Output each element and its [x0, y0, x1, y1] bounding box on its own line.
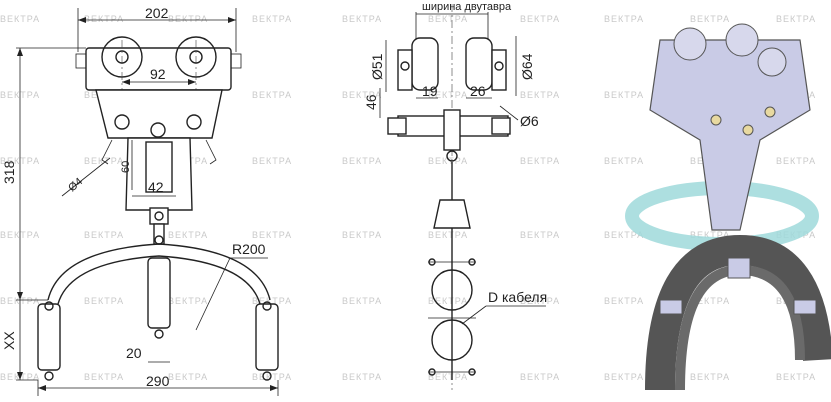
watermark-text: ВЕКТРА: [342, 156, 382, 166]
watermark-text: ВЕКТРА: [428, 90, 468, 100]
watermark-text: ВЕКТРА: [604, 156, 644, 166]
watermark-text: ВЕКТРА: [84, 230, 124, 240]
cable-diameter-label: D кабеля: [488, 289, 547, 305]
beam-width-label: ширина двутавра: [422, 1, 512, 13]
clamp-center: [147, 257, 171, 329]
dim-19-label: 19: [422, 83, 438, 99]
watermark-text: ВЕКТРА: [776, 156, 816, 166]
cable-ring-upper: [431, 269, 473, 311]
front-view: 202 92 60 42 Ø4: [1, 5, 279, 396]
watermark-text: ВЕКТРА: [520, 296, 560, 306]
watermark-text: ВЕКТРА: [342, 372, 382, 382]
watermark-text: ВЕКТРА: [776, 372, 816, 382]
watermark-text: ВЕКТРА: [0, 90, 40, 100]
watermark-text: ВЕКТРА: [690, 296, 730, 306]
dim-wheel-base-label: 92: [150, 66, 166, 82]
watermark-text: ВЕКТРА: [342, 296, 382, 306]
dim-width-label: 202: [145, 5, 169, 21]
watermark-text: ВЕКТРА: [520, 156, 560, 166]
watermark-text: ВЕКТРА: [252, 156, 292, 166]
watermark-text: ВЕКТРА: [604, 14, 644, 24]
watermark-text: ВЕКТРА: [690, 372, 730, 382]
dim-radius-label: R200: [232, 241, 266, 257]
watermark-text: ВЕКТРА: [168, 296, 208, 306]
watermark-text: ВЕКТРА: [252, 14, 292, 24]
watermark-text: ВЕКТРА: [604, 90, 644, 100]
watermark-text: ВЕКТРА: [428, 14, 468, 24]
watermark-text: ВЕКТРА: [0, 14, 40, 24]
dim-span-label: 290: [146, 373, 170, 389]
dim-axle-label: Ø6: [520, 113, 539, 129]
watermark-text: ВЕКТРА: [520, 372, 560, 382]
watermark-text: ВЕКТРА: [84, 14, 124, 24]
watermark-text: ВЕКТРА: [252, 372, 292, 382]
watermark-text: ВЕКТРА: [168, 230, 208, 240]
watermark-text: ВЕКТРА: [0, 296, 40, 306]
watermark-text: ВЕКТРА: [520, 14, 560, 24]
render-trolley: [649, 39, 811, 231]
watermark-text: ВЕКТРА: [428, 230, 468, 240]
watermark-text: ВЕКТРА: [252, 296, 292, 306]
watermark-text: ВЕКТРА: [342, 230, 382, 240]
dim-wheel-large-label: Ø64: [519, 53, 535, 80]
cable-ring-lower: [431, 319, 473, 361]
dim-xx-label: XX: [1, 331, 17, 350]
watermark-text: ВЕКТРА: [252, 90, 292, 100]
watermark-text: ВЕКТРА: [168, 14, 208, 24]
watermark-text: ВЕКТРА: [428, 156, 468, 166]
clamp-left: [37, 303, 61, 371]
watermark-text: ВЕКТРА: [604, 230, 644, 240]
watermark-text: ВЕКТРА: [342, 14, 382, 24]
watermark-text: ВЕКТРА: [342, 90, 382, 100]
side-view: ширина двутавра Ø51 Ø64 46 19 26 Ø6: [363, 1, 547, 390]
watermark-text: ВЕКТРА: [428, 372, 468, 382]
dim-26-label: 26: [470, 83, 486, 99]
watermark-text: ВЕКТРА: [520, 90, 560, 100]
watermark-text: ВЕКТРА: [168, 372, 208, 382]
watermark-text: ВЕКТРА: [776, 14, 816, 24]
dim-slot-width-label: 42: [148, 179, 164, 195]
dim-46-label: 46: [363, 94, 379, 110]
watermark-text: ВЕКТРА: [0, 156, 40, 166]
dim-clamp-label: 20: [126, 345, 142, 361]
front-arch: [47, 243, 271, 301]
watermark-text: ВЕКТРА: [84, 372, 124, 382]
watermark-text: ВЕКТРА: [84, 296, 124, 306]
watermark-text: ВЕКТРА: [690, 14, 730, 24]
dim-wheel-small-label: Ø51: [369, 53, 385, 80]
dim-slot-height-label: 60: [120, 161, 132, 173]
render-view: [625, 23, 831, 391]
watermark-text: ВЕКТРА: [252, 230, 292, 240]
clamp-right: [255, 303, 279, 371]
watermark-text: ВЕКТРА: [604, 296, 644, 306]
cable-bundle: [645, 234, 831, 391]
dim-height-label: 318: [1, 160, 17, 184]
watermark-text: ВЕКТРА: [520, 230, 560, 240]
dim-hole-label: Ø4: [66, 176, 85, 195]
watermark-text: ВЕКТРА: [0, 230, 40, 240]
watermark-text: ВЕКТРА: [428, 296, 468, 306]
watermark-text: ВЕКТРА: [604, 372, 644, 382]
watermark-text: ВЕКТРА: [690, 230, 730, 240]
